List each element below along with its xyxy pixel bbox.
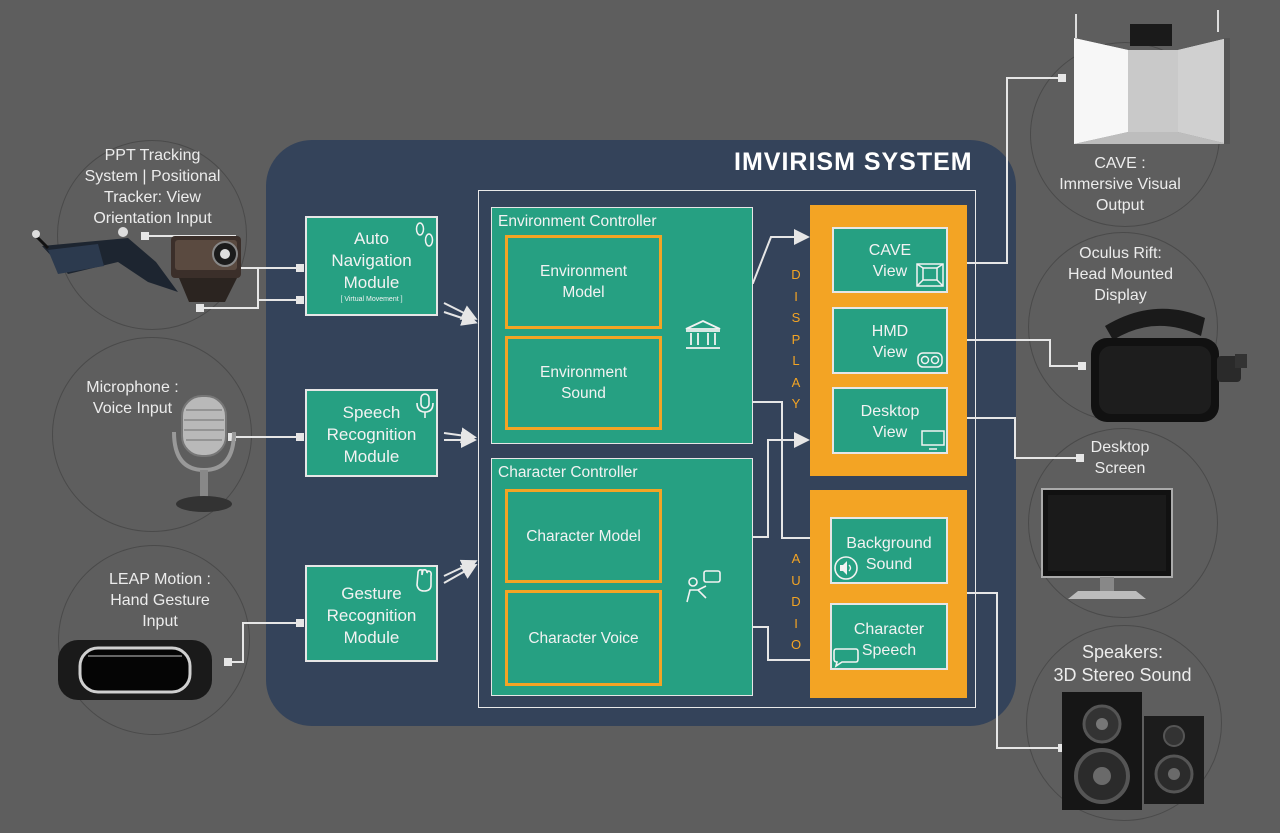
desktop-output-circle [1028, 428, 1218, 618]
museum-icon [685, 320, 721, 349]
footprints-icon [415, 222, 434, 247]
speakers-output-circle [1026, 625, 1222, 821]
fist-icon [416, 569, 432, 592]
gesture-recognition-module[interactable]: Gesture Recognition Module [305, 565, 438, 662]
mic-icon [416, 393, 434, 418]
speaker-icon [834, 556, 858, 580]
cave-icon [916, 263, 944, 287]
leap-motion-icon [58, 640, 212, 700]
monitor-icon [921, 430, 945, 450]
oculus-output-label: Oculus Rift: Head Mounted Display [1068, 245, 1173, 304]
microphone-circle [52, 337, 252, 532]
desktop-monitor-icon [1041, 488, 1173, 599]
character-talk-icon [686, 570, 721, 603]
controllers-frame [478, 190, 976, 708]
ppt-camera-icon [171, 236, 241, 302]
character-voice-box[interactable]: Character Voice [505, 590, 662, 686]
leap-motion-circle [58, 545, 250, 735]
ppt-tracker-circle [57, 140, 247, 330]
ppt-glasses-icon [32, 227, 178, 292]
cave-output-label: CAVE : Immersive Visual Output [1059, 155, 1181, 214]
ppt-tracker-label: PPT Tracking System | Positional Tracker… [84, 147, 221, 227]
microphone-label: Microphone : Voice Input [86, 379, 179, 417]
speakers-icon [1062, 692, 1204, 810]
microphone-icon [172, 395, 236, 512]
speakers-output-label: Speakers: 3D Stereo Sound [1053, 642, 1192, 685]
auto-navigation-module[interactable]: Auto Navigation Module [ Virtual Movemen… [305, 216, 438, 316]
desktop-output-label: Desktop Screen [1090, 439, 1150, 477]
character-model-box[interactable]: Character Model [505, 489, 662, 583]
oculus-headset-icon [1091, 308, 1247, 422]
auto-navigation-note: [ Virtual Movement ] [340, 296, 403, 303]
environment-controller-title: Environment Controller [498, 213, 657, 230]
character-controller-title: Character Controller [498, 464, 638, 481]
speech-recognition-module[interactable]: Speech Recognition Module [305, 389, 438, 477]
system-title: IMVIRISM SYSTEM [734, 148, 973, 176]
cave-room-icon [1074, 10, 1230, 144]
vr-goggles-icon [917, 352, 943, 368]
leap-motion-label: LEAP Motion : Hand Gesture Input [109, 571, 211, 630]
speech-bubble-icon [833, 648, 859, 668]
